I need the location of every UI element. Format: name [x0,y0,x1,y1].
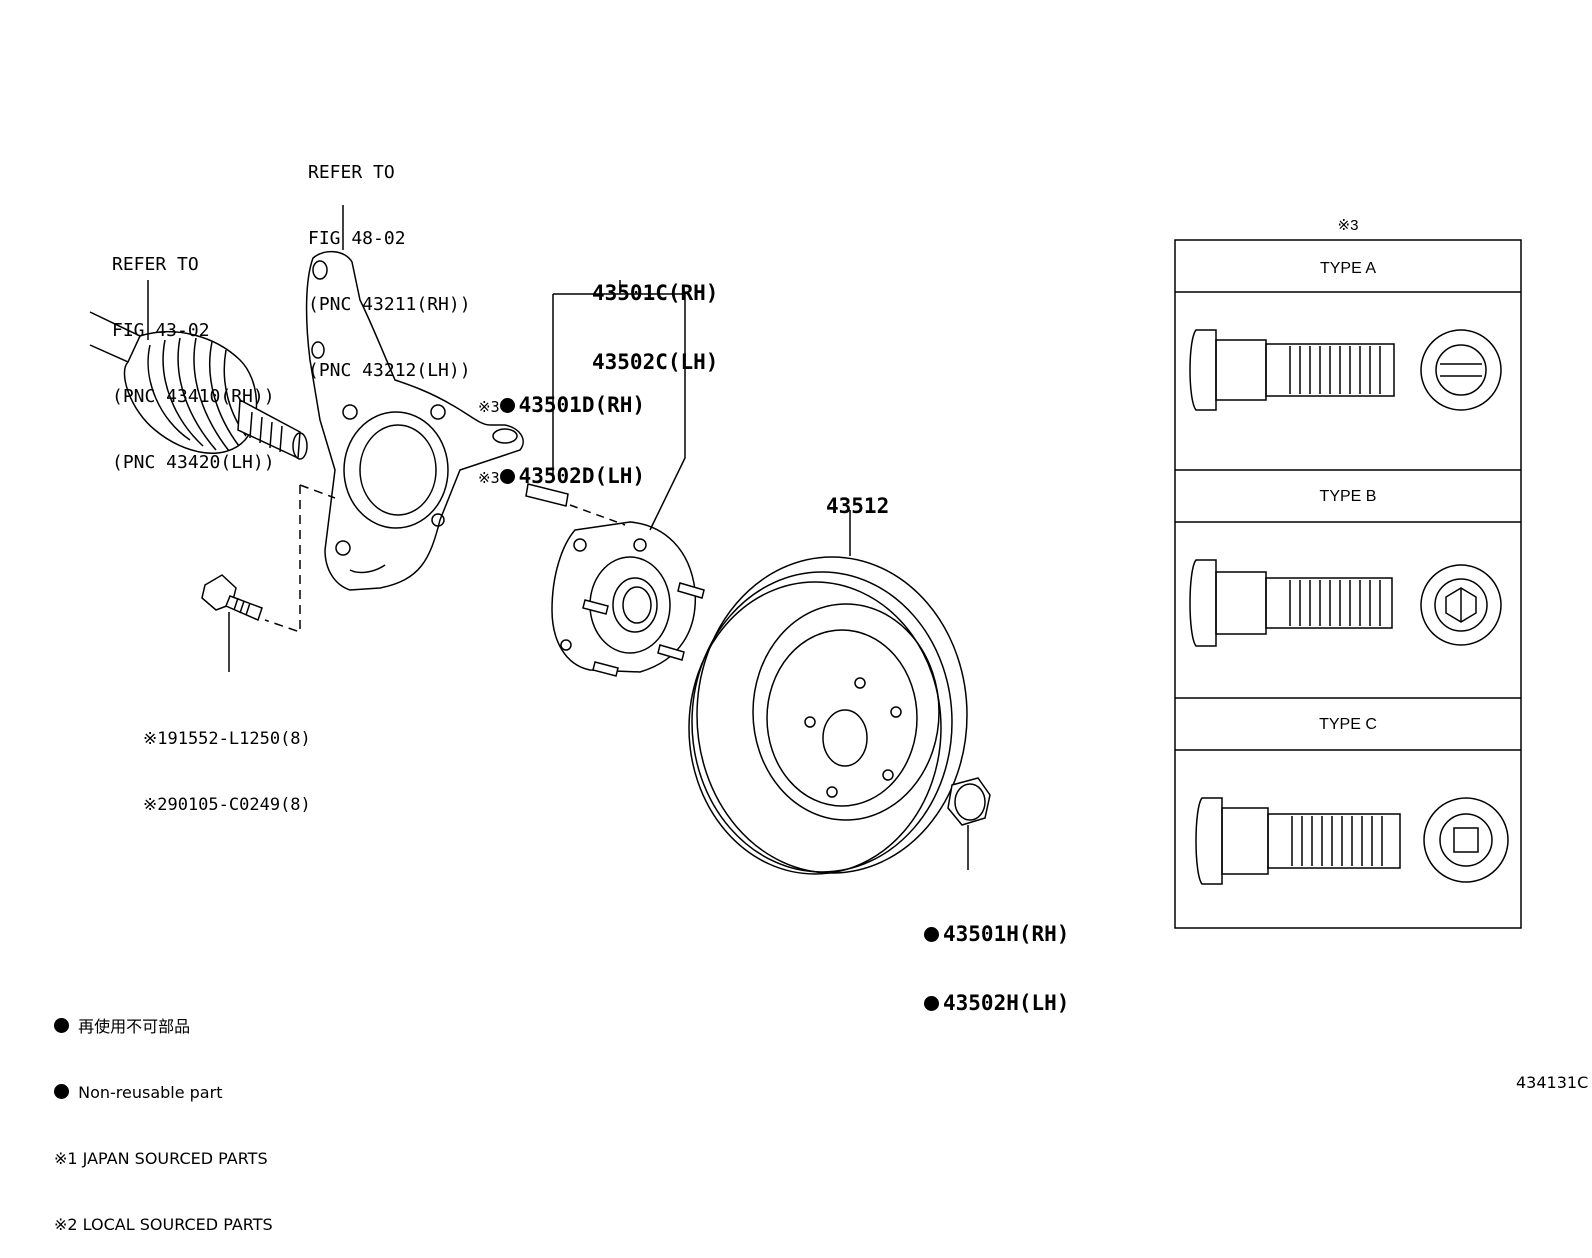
drive-shaft-reference-callout: REFER TO FIG 43-02 (PNC 43410(RH)) (PNC … [112,210,275,496]
disc-part-number: 43512 [826,494,890,518]
knuckle-ref-line-4: (PNC 43212(LH)) [308,360,471,381]
types-panel-header: ※3 [1337,217,1359,234]
legend-note-1: ※1 JAPAN SOURCED PARTS [54,1149,268,1168]
bolt-part-1: ※191552-L1250(8) [143,729,311,749]
hub-bolt-rh-row: ※3 43501D(RH) [478,394,645,419]
hub-assembly-part-number: 43501C(RH) 43502C(LH) [592,236,718,397]
legend-note-2: ※2 LOCAL SOURCED PARTS [54,1215,273,1234]
knuckle-ref-line-2: FIG 48-02 [308,228,406,249]
diagram-id: 434131C [1516,1073,1589,1092]
hub-bolt-lh-row: ※3 43502D(LH) [478,465,645,490]
stud-type-b-drawing [1189,559,1502,647]
stud-type-c-drawing [1195,797,1509,885]
shaft-ref-line-3: (PNC 43410(RH)) [112,386,275,407]
type-b-label: TYPE B [1319,488,1377,505]
type-c-label: TYPE C [1319,716,1377,733]
hub-assy-lh: 43502C(LH) [592,350,719,374]
shaft-ref-line-2: FIG 43-02 [112,320,210,341]
hub-nut-rh-row: 43501H(RH) [924,923,1069,946]
non-reusable-dot-icon [499,469,515,484]
hub-nut-lh: 43502H(LH) [943,991,1070,1015]
shaft-ref-line-4: (PNC 43420(LH)) [112,452,275,473]
non-reusable-dot-icon [924,927,939,942]
diagram-drawing [89,205,1522,929]
bolt-part-2: ※290105-C0249(8) [143,795,311,815]
hub-nut-part-number: 43501H(RH) 43502H(LH) [924,877,1069,1038]
steering-knuckle-drawing [305,205,524,591]
hub-assy-rh: 43501C(RH) [592,281,719,305]
knuckle-ref-line-1: REFER TO [308,162,395,183]
type-a-label: TYPE A [1319,260,1377,277]
shaft-ref-line-1: REFER TO [112,254,199,275]
legend-non-reusable-jp-row: 再使用不可部品 [54,1016,273,1038]
legend-non-reusable-en-row: Non-reusable part [54,1082,273,1104]
legend-non-reusable-en: Non-reusable part [78,1083,223,1102]
type-mark-prefix: ※3 [478,398,500,416]
legend-non-reusable-jp: 再使用不可部品 [78,1017,191,1036]
knuckle-bolt-drawing [201,484,336,672]
non-reusable-dot-icon [54,1084,69,1099]
non-reusable-dot-icon [924,996,939,1011]
knuckle-reference-callout: REFER TO FIG 48-02 (PNC 43211(RH)) (PNC … [308,118,471,404]
hub-nut-drawing [947,777,991,870]
hub-bolt-rh: 43501D(RH) [518,393,646,417]
types-panel-frame [1174,239,1522,929]
non-reusable-dot-icon [54,1018,69,1033]
hub-bolt-lh: 43502D(LH) [518,464,646,488]
knuckle-bolt-part-numbers: ※191552-L1250(8) ※290105-C0249(8) [143,684,311,838]
hub-nut-rh: 43501H(RH) [943,922,1070,946]
non-reusable-dot-icon [499,398,515,413]
parts-diagram: REFER TO FIG 48-02 (PNC 43211(RH)) (PNC … [54,118,1589,1234]
type-mark-prefix: ※3 [478,469,500,487]
drive-shaft-drawing [89,280,308,460]
hub-assembly-drawing [525,280,705,677]
stud-type-a-drawing [1189,329,1502,411]
hub-nut-lh-row: 43502H(LH) [924,992,1069,1015]
legend: 再使用不可部品 Non-reusable part ※1 JAPAN SOURC… [54,972,273,1258]
brake-disc-drawing [688,510,968,875]
hub-bolt-part-number: ※3 43501D(RH) ※3 43502D(LH) [478,348,645,513]
knuckle-ref-line-3: (PNC 43211(RH)) [308,294,471,315]
